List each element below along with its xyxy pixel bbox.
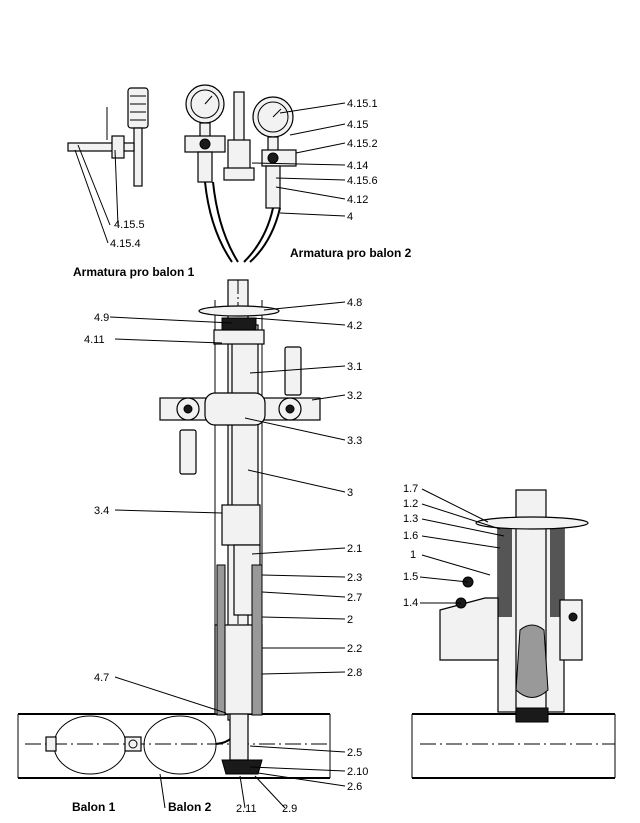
callout-label: 2.8 bbox=[347, 667, 362, 679]
main-column bbox=[198, 279, 280, 775]
callout-label: 3.3 bbox=[347, 435, 362, 447]
callout-label: 2 bbox=[347, 614, 353, 626]
callout-label: 1.7 bbox=[403, 483, 418, 495]
callout-label: 1.6 bbox=[403, 530, 418, 542]
callout-label: 4.15.4 bbox=[110, 238, 141, 250]
callout-label: 3.1 bbox=[347, 361, 362, 373]
callout-label: 2.9 bbox=[282, 803, 297, 815]
callout-label: 4.15.1 bbox=[347, 98, 378, 110]
callout-label: 2.1 bbox=[347, 543, 362, 555]
callout-label: 4.9 bbox=[94, 312, 109, 324]
callout-label: 4.15.2 bbox=[347, 138, 378, 150]
armatura-1-detail bbox=[67, 87, 149, 187]
callout-label: 1.2 bbox=[403, 498, 418, 510]
callouts-bottom: 2.11 2.9 bbox=[236, 803, 297, 815]
callout-label: 3 bbox=[347, 487, 353, 499]
callout-label: 4.15.5 bbox=[114, 219, 145, 231]
callout-label: 2.6 bbox=[347, 781, 362, 793]
callout-label: 4.15.6 bbox=[347, 175, 378, 187]
gauge-right bbox=[252, 96, 297, 209]
main-pipe bbox=[17, 713, 331, 779]
callout-label: 4.7 bbox=[94, 672, 109, 684]
cross-valve bbox=[159, 346, 321, 475]
gauge-left bbox=[184, 84, 226, 183]
callout-label: 1.3 bbox=[403, 513, 418, 525]
caption-balon-1: Balon 1 bbox=[72, 800, 116, 814]
callout-label: 4.12 bbox=[347, 194, 368, 206]
callout-label: 4.15 bbox=[347, 119, 368, 131]
detail-assembly bbox=[439, 489, 589, 723]
caption-armatura-2: Armatura pro balon 2 bbox=[290, 246, 412, 260]
callouts-detail: 1.7 1.2 1.3 1.6 1 1.5 1.4 bbox=[403, 483, 418, 609]
callout-label: 4.14 bbox=[347, 160, 368, 172]
callout-label: 4.8 bbox=[347, 297, 362, 309]
balloon-2 bbox=[143, 715, 217, 775]
callout-label: 2.11 bbox=[236, 803, 257, 815]
callout-label: 2.3 bbox=[347, 572, 362, 584]
callouts-left: 4.15.5 4.15.4 4.9 4.11 3.4 4.7 bbox=[84, 219, 145, 684]
callout-label: 3.4 bbox=[94, 505, 109, 517]
callout-label: 1 bbox=[410, 549, 416, 561]
callout-label: 4.11 bbox=[84, 334, 105, 346]
callout-label: 2.2 bbox=[347, 643, 362, 655]
callouts-main: 4.15.1 4.15 4.15.2 4.14 4.15.6 4.12 4 4.… bbox=[347, 98, 378, 793]
caption-balon-2: Balon 2 bbox=[168, 800, 212, 814]
callout-label: 2.7 bbox=[347, 592, 362, 604]
leader-lines bbox=[74, 102, 505, 809]
callout-label: 4 bbox=[347, 211, 353, 223]
top-head bbox=[204, 91, 281, 263]
detail-pipe bbox=[411, 713, 616, 779]
balloon-1 bbox=[53, 715, 127, 775]
callout-label: 2.5 bbox=[347, 747, 362, 759]
caption-armatura-1: Armatura pro balon 1 bbox=[73, 265, 195, 279]
callout-label: 2.10 bbox=[347, 766, 368, 778]
callout-label: 1.4 bbox=[403, 597, 418, 609]
callout-label: 1.5 bbox=[403, 571, 418, 583]
callout-label: 3.2 bbox=[347, 390, 362, 402]
callout-label: 4.2 bbox=[347, 320, 362, 332]
